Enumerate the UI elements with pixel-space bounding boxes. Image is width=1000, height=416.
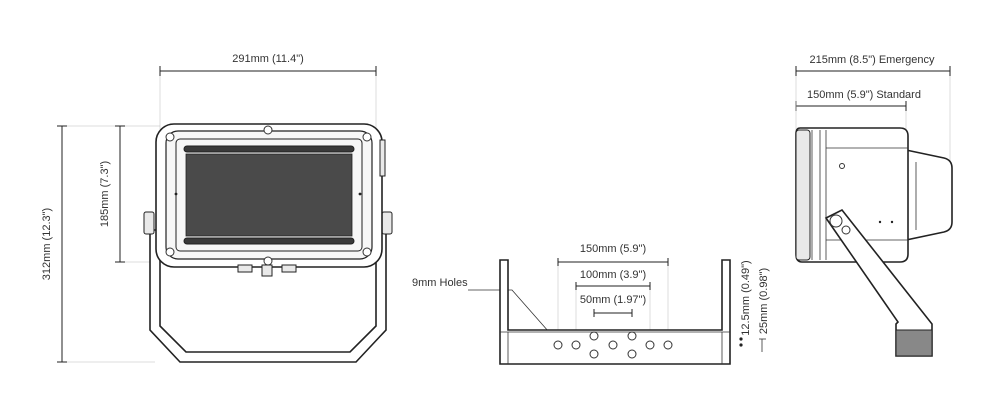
- offset-dimensions: 12.5mm (0.49") 25mm (0.98"): [739, 260, 770, 352]
- mount-hole-icon: [571, 340, 581, 350]
- emergency-label: 215mm (8.5") Emergency: [810, 54, 935, 66]
- front-width-label: 291mm (11.4"): [232, 53, 304, 65]
- holes-label: 9mm Holes: [412, 277, 468, 289]
- bracket-view: 150mm (5.9") 100mm (3.9") 50mm (1.97") 9…: [412, 243, 770, 365]
- bottom-light-bar: [183, 237, 355, 245]
- spacing-50-label: 50mm (1.97"): [580, 294, 646, 306]
- screw-icon: [263, 125, 273, 135]
- standard-label: 150mm (5.9") Standard: [807, 89, 921, 101]
- spacing-100-label: 100mm (3.9"): [580, 269, 646, 281]
- front-height-dimension: 312mm (12.3"): [41, 125, 160, 363]
- mount-hole-icon: [553, 340, 563, 350]
- front-height-label: 312mm (12.3"): [41, 208, 53, 280]
- side-view: 215mm (8.5") Emergency 150mm (5.9") Stan…: [795, 54, 953, 357]
- side-arm: [824, 208, 933, 357]
- mount-hole-icon: [663, 340, 673, 350]
- pivot-bolt-icon: [841, 225, 851, 235]
- front-width-dimension: 291mm (11.4"): [159, 53, 377, 150]
- spacing-50-dimension: 50mm (1.97"): [580, 294, 646, 317]
- emergency-pack: [905, 149, 953, 241]
- lens: [185, 153, 353, 237]
- pivot-knob-icon: [829, 214, 843, 228]
- mounting-bracket: [499, 259, 731, 365]
- emergency-dimension: 215mm (8.5") Emergency: [795, 54, 951, 165]
- mount-hole-icon: [589, 349, 599, 359]
- spacing-150-label: 150mm (5.9"): [580, 243, 646, 255]
- lens-height-dimension: 185mm (7.3"): [99, 125, 160, 263]
- mount-hole-icon: [627, 331, 637, 341]
- mount-hole-icon: [627, 349, 637, 359]
- holes-leader: 9mm Holes: [412, 277, 557, 341]
- offset-12-label: 12.5mm (0.49"): [740, 260, 752, 335]
- side-housing: [795, 127, 909, 263]
- mount-hole-icon: [645, 340, 655, 350]
- mount-hole-icon: [608, 340, 618, 350]
- screw-icon: [263, 256, 273, 266]
- front-view: 291mm (11.4") 312mm (12.3") 185mm (7.3"): [41, 53, 393, 363]
- front-housing: [155, 123, 386, 277]
- screw-icon: [362, 132, 372, 142]
- standard-dimension: 150mm (5.9") Standard: [795, 76, 921, 130]
- screw-icon: [165, 132, 175, 142]
- screw-icon: [165, 247, 175, 257]
- lens-height-label: 185mm (7.3"): [99, 161, 111, 227]
- spacing-100-dimension: 100mm (3.9"): [575, 269, 651, 345]
- screw-icon: [362, 247, 372, 257]
- top-light-bar: [183, 145, 355, 153]
- mount-hole-icon: [589, 331, 599, 341]
- offset-25-label: 25mm (0.98"): [758, 268, 770, 334]
